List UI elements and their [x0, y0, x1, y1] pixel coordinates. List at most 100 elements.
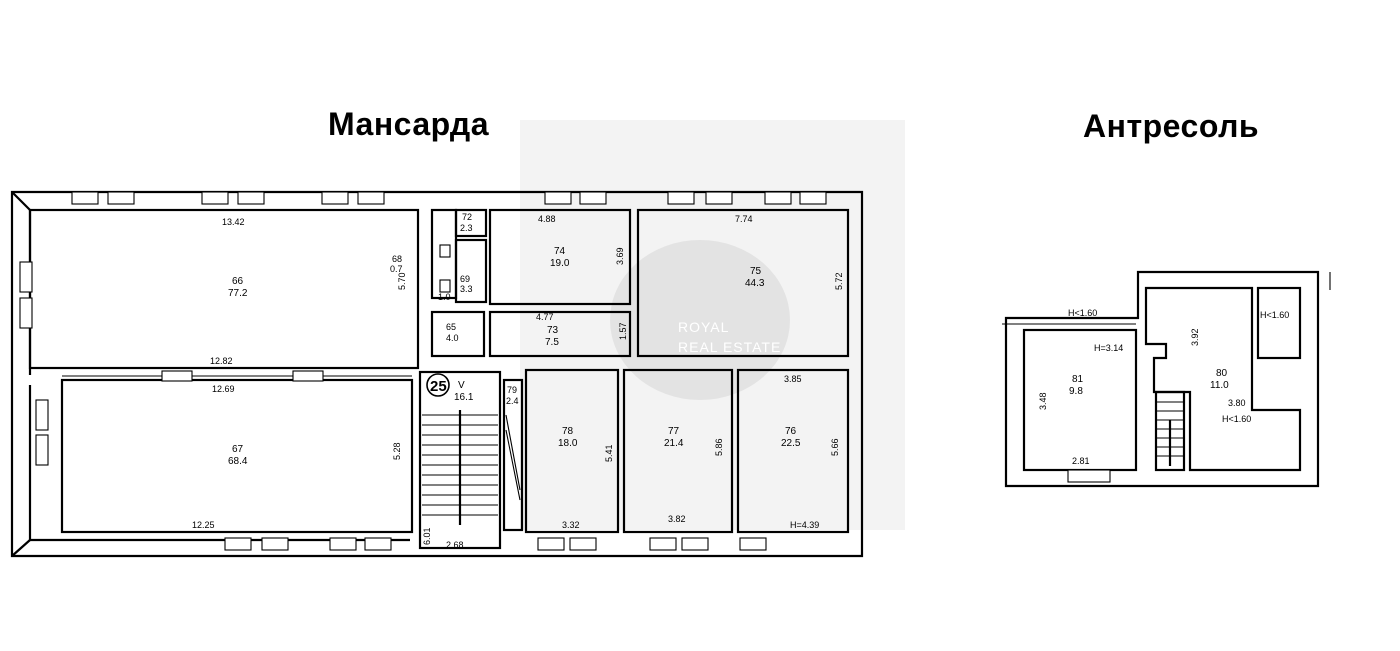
antresol-plan: H<1.60 H=3.14 3.48 2.81 3.92 H<1.60 3.80…: [1002, 270, 1331, 488]
antresol-dim-3-80: 3.80: [1228, 398, 1246, 408]
room-72-number: 72: [462, 212, 472, 222]
stair-number-circle: [426, 373, 450, 397]
antresol-dim-3-92: 3.92: [1190, 328, 1200, 346]
watermark-blob: [610, 240, 790, 400]
dim-3-32: 3.32: [562, 520, 580, 530]
room-68-outline: [430, 208, 458, 300]
mansarda-left-windows: [19, 261, 49, 466]
room-75-number: 75: [750, 266, 762, 277]
room-80-outline: [1144, 286, 1302, 472]
antresol-dim-2-81: 2.81: [1072, 456, 1090, 466]
antresol-h-3-14: H=3.14: [1094, 343, 1123, 353]
room-79-stair: [505, 414, 521, 501]
room-74-area: 19.0: [550, 258, 570, 269]
antresol-extension-lines: [1002, 272, 1331, 325]
watermark-line-2: REAL ESTATE: [678, 339, 781, 355]
room-76-outline: [736, 368, 850, 534]
room-69-number: 69: [460, 274, 470, 284]
dim-3-69: 3.69: [615, 247, 625, 265]
dim-13-42: 13.42: [222, 217, 245, 227]
dim-5-28: 5.28: [392, 442, 402, 460]
room-65-number: 65: [446, 322, 456, 332]
dim-7-74: 7.74: [735, 214, 753, 224]
antresol-closet: [1256, 286, 1302, 360]
watermark-line-1: ROYAL: [678, 319, 729, 335]
dim-12-69: 12.69: [212, 384, 235, 394]
room-65-outline: [430, 310, 486, 358]
room-81-number: 81: [1072, 374, 1084, 385]
dim-3-85: 3.85: [784, 374, 802, 384]
mansarda-top-windows: [71, 191, 827, 205]
room-74-outline: [488, 208, 632, 306]
antresol-h-1-60-c: H<1.60: [1222, 414, 1251, 424]
room-75-area: 44.3: [745, 278, 765, 289]
fixture-1: [439, 244, 451, 258]
small-area-label: 1.0: [438, 292, 451, 302]
antresol-dim-3-48: 3.48: [1038, 392, 1048, 410]
room-73-area: 7.5: [545, 337, 559, 348]
stair-v-steps: [422, 410, 498, 525]
room-67-outline: [60, 378, 414, 534]
antresol-h-1-60-b: H<1.60: [1260, 310, 1289, 320]
mansarda-title: Мансарда: [328, 106, 490, 142]
dim-12-25: 12.25: [192, 520, 215, 530]
antresol-stair: [1154, 390, 1186, 472]
antresol-outer-wall: [1004, 270, 1320, 488]
room-66-number: 66: [232, 276, 244, 287]
room-79-area: 2.4: [506, 396, 519, 406]
room-79-outline: [502, 378, 524, 532]
room-65-area: 4.0: [446, 333, 459, 343]
mansarda-plan: 13.42 5.70 12.82 12.69 5.28 12.25 6.01 2…: [10, 190, 864, 558]
room-74-number: 74: [554, 246, 566, 257]
stair-number: 25: [430, 378, 447, 395]
room-66-area: 77.2: [228, 288, 248, 299]
mansarda-bottom-windows: [224, 537, 767, 551]
dim-4-88: 4.88: [538, 214, 556, 224]
room-80-number: 80: [1216, 368, 1228, 379]
antresol-h-1-60-a: H<1.60: [1068, 308, 1097, 318]
stair-v-outline: [418, 370, 502, 550]
room-73-outline: [488, 310, 632, 358]
room-69-area: 3.3: [460, 284, 473, 294]
room-72-area: 2.3: [460, 223, 473, 233]
room-67-area: 68.4: [228, 456, 248, 467]
room-78-number: 78: [562, 426, 574, 437]
room-69-outline: [454, 238, 488, 304]
dim-5-86: 5.86: [714, 438, 724, 456]
room-66-outline: [28, 208, 420, 370]
dim-5-41: 5.41: [604, 444, 614, 462]
dim-4-77: 4.77: [536, 312, 554, 322]
dim-5-66: 5.66: [830, 438, 840, 456]
fixture-2: [439, 279, 451, 293]
room-73-number: 73: [547, 325, 559, 336]
partition-door-2: [292, 370, 324, 382]
dim-5-70: 5.70: [397, 272, 407, 290]
dim-1-57: 1.57: [618, 322, 628, 340]
mansarda-inner-left-wall: [28, 210, 410, 542]
room-68-number: 68: [392, 254, 402, 264]
room-80-area: 11.0: [1210, 380, 1229, 391]
room-78-area: 18.0: [558, 438, 578, 449]
dim-3-82: 3.82: [668, 514, 686, 524]
partition-door-1: [161, 370, 193, 382]
room-77-area: 21.4: [664, 438, 684, 449]
antresol-window: [1067, 469, 1111, 483]
stair-v-label: V: [458, 380, 465, 391]
room-77-number: 77: [668, 426, 680, 437]
dim-5-72: 5.72: [834, 272, 844, 290]
stair-v-area: 16.1: [454, 392, 474, 403]
room-79-number: 79: [507, 385, 517, 395]
room-76-area: 22.5: [781, 438, 801, 449]
room-67-number: 67: [232, 444, 244, 455]
room-78-outline: [524, 368, 620, 534]
room-72-outline: [454, 208, 488, 238]
room-76-number: 76: [785, 426, 797, 437]
room-77-outline: [622, 368, 734, 534]
antresol-stair-steps: [1156, 401, 1184, 466]
mansarda-outer-wall: [10, 190, 864, 558]
room-81-area: 9.8: [1069, 386, 1083, 397]
dim-12-82: 12.82: [210, 356, 233, 366]
room-68-area: 0.7: [390, 264, 403, 274]
mansarda-corner: [11, 191, 31, 557]
